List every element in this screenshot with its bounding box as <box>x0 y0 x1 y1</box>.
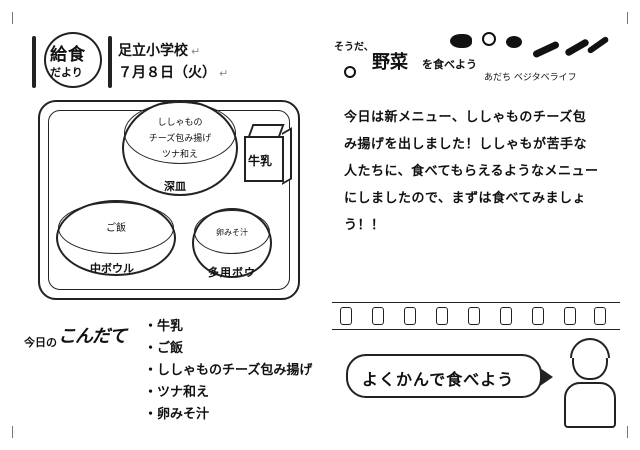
vegetable-character-icon <box>372 307 384 325</box>
small-bowl: 卵みそ汁 多用ボウ <box>192 208 272 279</box>
crop-mark-top-left <box>12 12 24 24</box>
radish-icon <box>344 66 356 78</box>
crop-mark-bottom-right <box>616 426 628 438</box>
kondate-logo-big: こんだて <box>58 326 127 347</box>
menu-item: ・ししゃものチーズ包み揚げ <box>144 363 313 378</box>
article-line: 今日は新メニュー、ししゃものチーズ包 <box>344 110 587 125</box>
menu-item: ・ご飯 <box>144 341 184 356</box>
eggplant-icon <box>450 34 472 48</box>
speech-bubble-text: よくかんで食べよう <box>362 370 515 389</box>
vegetable-character-icon <box>594 307 606 325</box>
vegetable-banner: そうだ、 野菜 を食べよう あだち ベジタベライフ <box>326 28 616 90</box>
big-bowl-label: 中ボウル <box>90 262 134 275</box>
main-plate-dish-2: チーズ包み揚げ <box>148 134 212 144</box>
big-bowl: ご飯 中ボウル <box>56 200 176 276</box>
article-text: 今日は新メニュー、ししゃものチーズ包 み揚げを出しました！ししゃもが苦手な 人た… <box>344 104 616 239</box>
carrot-icon <box>531 40 561 59</box>
knife-icon <box>108 36 112 88</box>
menu-list: ・牛乳 ・ご飯 ・ししゃものチーズ包み揚げ ・ツナ和え ・卵みそ汁 <box>144 316 312 426</box>
main-plate-label: 深皿 <box>164 180 186 193</box>
cucumber-icon <box>563 37 591 58</box>
kondate-logo: 今日の こんだて <box>24 318 132 354</box>
milk-carton-body <box>244 136 284 182</box>
logo-title: 給食 <box>50 45 86 65</box>
milk-label: 牛乳 <box>248 154 273 168</box>
vegetable-character-icon <box>500 307 512 325</box>
milk-carton: 牛乳 <box>244 122 292 185</box>
green-onion-icon <box>586 35 610 55</box>
small-bowl-rim <box>194 210 270 254</box>
plate-icon <box>44 32 102 88</box>
big-bowl-rim <box>58 202 174 254</box>
kondate-logo-small: 今日の <box>24 336 57 349</box>
article-line: にしましたので、まずは食べてみましょ <box>344 191 586 206</box>
main-plate-dish-3: ツナ和え <box>161 150 198 160</box>
fork-icon <box>32 36 36 88</box>
small-bowl-label: 多用ボウ <box>208 266 256 279</box>
vegetable-character-icon <box>468 307 480 325</box>
vegetable-character-icon <box>340 307 352 325</box>
vegetable-character-icon <box>436 307 448 325</box>
issue-date: ７月８日（火）↵ <box>118 65 229 81</box>
main-plate: ししゃもの チーズ包み揚げ ツナ和え 深皿 <box>122 100 238 196</box>
banner-title: 野菜 <box>372 52 408 73</box>
banner-small-text: そうだ、 <box>334 42 374 53</box>
main-plate-rim <box>124 102 236 164</box>
small-bowl-content: 卵みそ汁 <box>216 228 248 237</box>
nutritionist-illustration <box>560 338 620 430</box>
tomato-icon <box>482 32 496 46</box>
banner-subtitle: を食べよう <box>422 58 477 71</box>
logo-subtitle: だより <box>50 66 83 79</box>
person-body <box>564 382 616 428</box>
big-bowl-content: ご飯 <box>106 223 126 234</box>
article-line: み揚げを出しました！ししゃもが苦手な <box>344 137 588 152</box>
speech-bubble-tail <box>540 368 553 386</box>
article-line: 人たちに、食べてもらえるようなメニュー <box>344 164 599 179</box>
article-line: う！！ <box>344 218 385 233</box>
school-name: 足立小学校↵ <box>118 43 201 59</box>
menu-item: ・卵みそ汁 <box>144 407 210 422</box>
menu-item: ・ツナ和え <box>144 385 210 400</box>
person-hair <box>570 338 610 358</box>
menu-item: ・牛乳 <box>144 319 184 334</box>
crop-mark-bottom-left <box>12 426 24 438</box>
vegetable-character-icon <box>564 307 576 325</box>
pepper-icon <box>506 36 522 48</box>
kyushoku-dayori-logo: 給食 だより <box>30 28 112 88</box>
vegetable-character-icon <box>532 307 544 325</box>
decorative-vegetable-border <box>332 302 620 330</box>
speech-bubble: よくかんで食べよう <box>346 354 553 398</box>
main-plate-dish-1: ししゃもの <box>157 118 203 128</box>
banner-tagline: あだち ベジタベライフ <box>484 73 577 83</box>
vegetable-character-icon <box>404 307 416 325</box>
crop-mark-top-right <box>616 12 628 24</box>
